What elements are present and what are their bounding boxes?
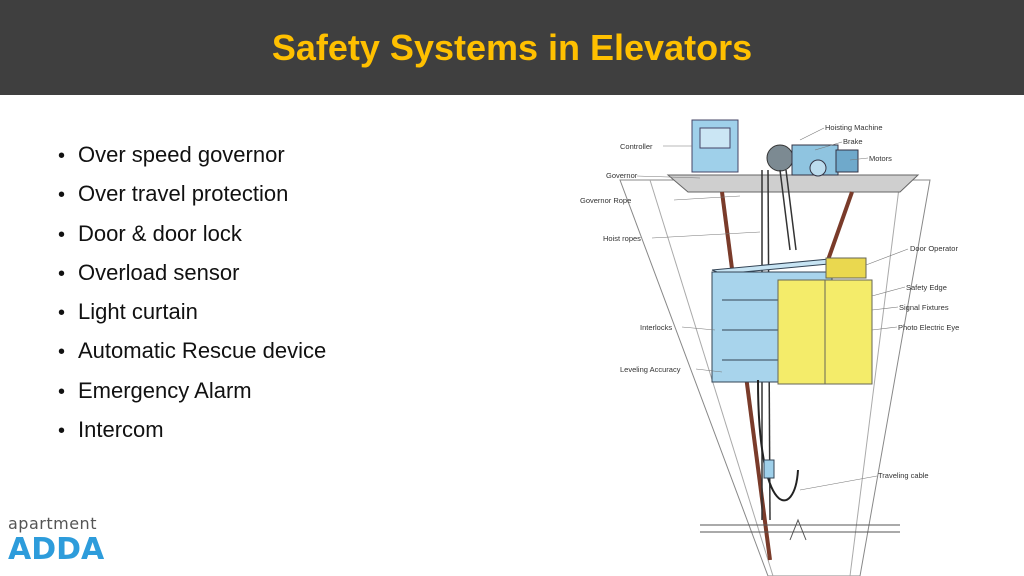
bullet-icon: • xyxy=(58,262,66,285)
list-item-text: Door & door lock xyxy=(78,220,242,246)
slide-title: Safety Systems in Elevators xyxy=(271,27,753,68)
cable-junction xyxy=(763,459,775,479)
label-safety-edge: Safety Edge xyxy=(906,283,947,292)
logo-line-2: ADDA xyxy=(8,532,105,567)
bullet-icon: • xyxy=(58,145,66,167)
list-item-text: Overload sensor xyxy=(78,259,240,285)
label-hoisting-machine: Hoisting Machine xyxy=(825,123,883,132)
list-item-text: Over travel protection xyxy=(78,181,289,207)
elevator-diagram: Hoisting Machine Brake Motors Controller… xyxy=(580,119,959,576)
controller-cabinet xyxy=(691,119,739,173)
list-item: • Light curtain xyxy=(58,293,326,332)
list-item: • Over travel protection xyxy=(58,175,326,214)
label-motors: Motors xyxy=(869,154,892,163)
list-item-text: Emergency Alarm xyxy=(78,377,252,403)
list-item: • Overload sensor xyxy=(58,254,326,293)
title-bar xyxy=(0,0,1024,95)
label-brake: Brake xyxy=(843,137,863,146)
hoisting-machine xyxy=(766,144,859,177)
pit-floor xyxy=(700,518,900,541)
apartment-adda-logo: apartment ADDA xyxy=(8,514,104,565)
logo-line-1: apartment xyxy=(8,514,97,533)
bullet-icon: • xyxy=(58,420,66,443)
bullet-icon: • xyxy=(58,380,66,403)
label-photo-electric-eye: Photo Electric Eye xyxy=(898,323,959,332)
list-item-text: Automatic Rescue device xyxy=(78,338,327,364)
leader-lines xyxy=(636,127,909,491)
label-hoist-ropes: Hoist ropes xyxy=(603,234,641,243)
list-item-text: Light curtain xyxy=(78,299,198,325)
list-item: • Automatic Rescue device xyxy=(58,332,326,371)
label-governor: Governor xyxy=(606,171,638,180)
list-item: • Intercom xyxy=(58,411,326,450)
list-item: • Over speed governor xyxy=(58,136,326,175)
label-door-operator: Door Operator xyxy=(910,244,958,253)
traveling-cable xyxy=(757,379,799,502)
machine-room-floor xyxy=(666,174,920,193)
list-item: • Door & door lock xyxy=(58,215,326,254)
list-item: • Emergency Alarm xyxy=(58,372,326,411)
label-leveling-accuracy: Leveling Accuracy xyxy=(620,365,681,374)
car-door xyxy=(777,257,873,385)
label-controller: Controller xyxy=(620,142,653,151)
list-item-text: Over speed governor xyxy=(78,142,285,167)
label-signal-fixtures: Signal Fixtures xyxy=(899,303,949,312)
bullet-icon: • xyxy=(58,341,66,364)
bullet-icon: • xyxy=(58,302,66,325)
label-governor-rope: Governor Rope xyxy=(580,196,631,205)
list-item-text: Intercom xyxy=(78,417,164,443)
bullet-icon: • xyxy=(58,223,66,246)
safety-list: • Over speed governor • Over travel protec… xyxy=(58,136,326,450)
bullet-icon: • xyxy=(58,184,66,207)
label-traveling-cable: Traveling cable xyxy=(878,471,929,480)
label-interlocks: Interlocks xyxy=(640,323,672,332)
